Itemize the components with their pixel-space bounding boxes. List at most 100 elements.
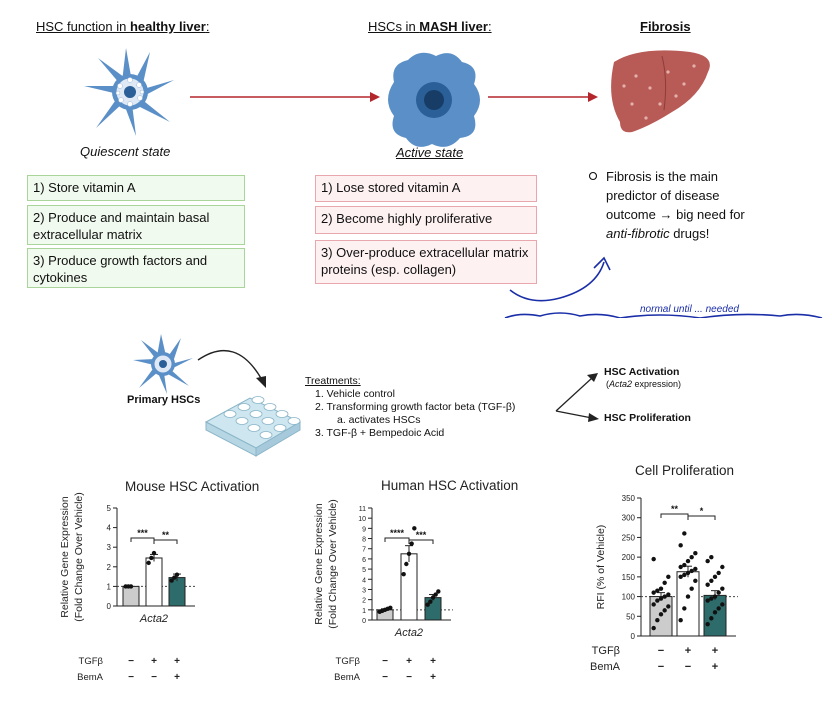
chart3-sig-label: **: [671, 504, 679, 514]
healthy-item-2: 2) Produce and maintain basal extracellu…: [27, 205, 245, 245]
chart1-cond-label: BemA: [77, 672, 104, 683]
chart3-point: [712, 594, 718, 599]
chart3-point: [651, 590, 656, 595]
chart3-point: [716, 570, 721, 576]
chart1-point: [149, 555, 154, 561]
active-hsc-icon: [388, 52, 480, 147]
chart3-ytick-label: 300: [622, 514, 636, 523]
chart2-ytick-label: 2: [362, 598, 366, 605]
treatments-list: Treatments: 1. Vehicle control 2. Transf…: [305, 375, 516, 439]
chart3-point: [666, 592, 671, 597]
chart3-cond-sign: −: [658, 661, 664, 673]
chart3-point: [655, 598, 660, 603]
chart1-cond-label: TGFβ: [79, 656, 104, 667]
chart2-point: [404, 561, 409, 567]
chart2-ytick-label: 5: [362, 567, 366, 574]
chart3-ytick-label: 200: [622, 553, 636, 562]
curved-arrow: [197, 350, 263, 381]
chart3-point: [720, 586, 725, 591]
chart2-cond-label: BemA: [334, 672, 361, 683]
chart2-ytick-label: 4: [362, 577, 366, 584]
chart2-ylabel: Relative Gene Expression: [313, 503, 325, 625]
chart3-point: [716, 590, 721, 595]
chart3-sig-label: *: [700, 506, 704, 516]
chart3-point: [662, 580, 667, 585]
chart3-point: [662, 608, 667, 613]
chart3-point: [709, 616, 714, 621]
chart1-cond-sign: −: [151, 672, 157, 683]
chart1-sig-bracket: [153, 539, 178, 544]
chart3-point: [651, 625, 656, 631]
chart3-point: [682, 606, 687, 611]
primary-hsc-icon: [133, 334, 193, 394]
chart1-bar-1: [122, 585, 140, 607]
chart3-cond-sign: +: [712, 645, 718, 657]
chart2-ytick-label: 0: [362, 618, 366, 625]
chart3-cond-sign: −: [685, 661, 691, 673]
chart2-ytick-label: 1: [362, 608, 366, 615]
chart1-cond-sign: +: [174, 656, 180, 667]
chart2-cond-sign: +: [406, 656, 412, 667]
chart2-cond-sign: +: [430, 672, 436, 683]
chart3-title: Cell Proliferation: [635, 463, 735, 478]
chart3-point: [658, 612, 664, 617]
chart2-cond-sign: −: [382, 656, 388, 667]
chart3-point: [655, 588, 660, 593]
chart2-ytick-label: 7: [362, 547, 366, 554]
chart3-sig-bracket: [687, 515, 716, 520]
chart2-ytick-label: 11: [359, 506, 366, 513]
mash-item-3: 3) Over-produce extracellular matrix pro…: [315, 240, 537, 284]
chart3-point: [709, 554, 714, 560]
chart3-point: [705, 582, 710, 587]
chart3-point: [712, 610, 718, 615]
chart3-ytick-label: 150: [622, 573, 636, 582]
chart3-point: [662, 594, 667, 599]
chart3-cond-sign: +: [712, 661, 718, 673]
chart1-ytick-label: 4: [107, 524, 112, 533]
chart3-point: [705, 558, 710, 564]
chart1-point: [169, 578, 174, 583]
chart3-point: [689, 568, 694, 574]
chart2-ytick-label: 8: [362, 537, 366, 544]
chart1-sig-label: **: [162, 530, 170, 540]
chart3-point: [685, 558, 691, 564]
chart3-point: [666, 574, 671, 580]
chart3-point: [651, 602, 656, 607]
chart2-ytick-label: 6: [362, 557, 366, 564]
chart3-point: [651, 556, 656, 562]
chart1-title: Mouse HSC Activation: [125, 479, 260, 494]
chart1-point: [172, 575, 177, 580]
top-graphics: [84, 48, 823, 319]
chart3-point: [693, 551, 698, 556]
chart1-ytick-label: 5: [107, 504, 112, 513]
chart2-ylabel: (Fold Change Over Vehicle): [327, 499, 339, 629]
mash-heading: HSCs in MASH liver:: [368, 19, 492, 34]
chart3-point: [705, 621, 710, 627]
chart3-point: [678, 618, 683, 623]
chart2-point: [406, 551, 412, 557]
handwritten-note: normal until ... needed: [640, 304, 739, 315]
chart2-point: [425, 602, 430, 607]
workflow-graphics: [133, 334, 599, 457]
chart2-cond-label: TGFβ: [336, 656, 361, 667]
chart2-bar-2: [400, 553, 418, 621]
chart3-point: [655, 618, 660, 623]
chart1-ytick-label: 3: [107, 543, 112, 552]
fibrotic-liver-icon: [611, 50, 710, 133]
primary-hsc-label: Primary HSCs: [127, 394, 201, 406]
chart2-ytick-label: 3: [362, 587, 366, 594]
chart3-point: [716, 606, 721, 611]
chart3-point: [689, 586, 694, 591]
chart3-point: [689, 554, 694, 560]
chart1-ylabel: (Fold Change Over Vehicle): [73, 492, 85, 622]
chart1-point: [174, 572, 180, 577]
chart3-point: [709, 596, 714, 601]
chart3-cond-sign: +: [685, 645, 691, 657]
chart2-point: [436, 589, 441, 594]
chart2-sig-label: ***: [416, 530, 427, 540]
chart1-point: [151, 550, 157, 556]
chart3-point: [666, 604, 671, 609]
chart1-xlabel: Acta2: [139, 613, 168, 625]
chart2-point: [412, 526, 417, 531]
